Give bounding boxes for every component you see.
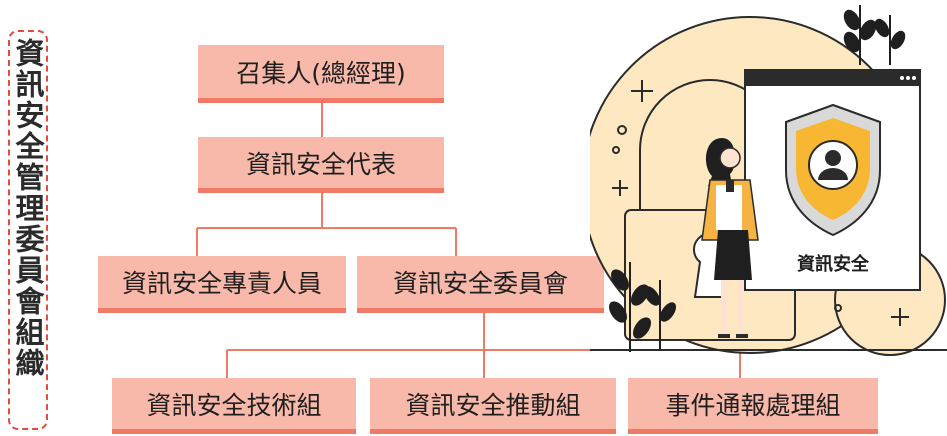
screen-window: 資訊安全 bbox=[744, 69, 921, 291]
convener-label: 召集人(總經理) bbox=[236, 58, 406, 88]
tech-group-box: 資訊安全技術組 bbox=[112, 378, 356, 434]
screen-label: 資訊安全 bbox=[797, 253, 870, 275]
security-illustration: 資訊安全 bbox=[590, 5, 947, 356]
promotion-group-box: 資訊安全推動組 bbox=[370, 378, 616, 434]
security-staff-label: 資訊安全專責人員 bbox=[121, 269, 322, 298]
title-frame: 資訊安全管理委員會組織 bbox=[8, 30, 48, 430]
woman-with-phone bbox=[701, 138, 759, 338]
page-title: 資訊安全管理委員會組織 bbox=[11, 38, 45, 379]
incident-group-label: 事件通報處理組 bbox=[665, 390, 841, 420]
shield-user-icon bbox=[785, 103, 881, 237]
plant-icon bbox=[609, 5, 906, 352]
representative-box: 資訊安全代表 bbox=[198, 137, 444, 193]
security-committee-box: 資訊安全委員會 bbox=[357, 256, 604, 313]
promotion-group-label: 資訊安全推動組 bbox=[405, 390, 581, 420]
security-committee-label: 資訊安全委員會 bbox=[392, 269, 568, 298]
convener-box: 召集人(總經理) bbox=[198, 45, 444, 103]
tech-group-label: 資訊安全技術組 bbox=[146, 390, 322, 420]
incident-group-box: 事件通報處理組 bbox=[628, 378, 878, 434]
representative-label: 資訊安全代表 bbox=[245, 149, 396, 179]
security-staff-box: 資訊安全專責人員 bbox=[98, 256, 346, 313]
